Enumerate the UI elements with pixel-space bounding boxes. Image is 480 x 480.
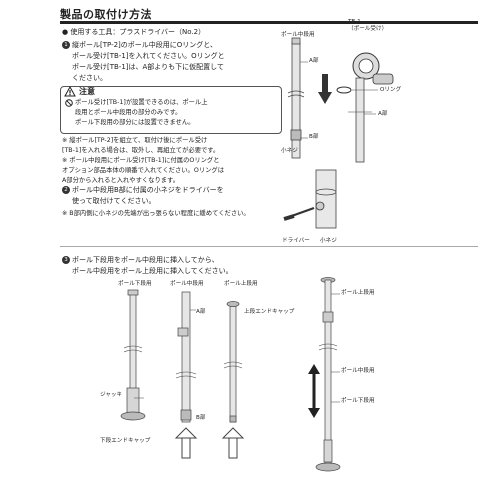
fig3-a-part-label: A部	[196, 309, 206, 315]
fig3-pole-mid-label: ポール中段用	[170, 281, 204, 287]
step1-line: ポール受け[TB-1]を入れてください。Oリングと	[72, 52, 225, 60]
note-line: A部分から入れると入れやすくなります。	[62, 177, 180, 184]
notice-text: ポール受け[TB-1]が設置できるのは、ポール上 段用とポール中段用の部分のみで…	[75, 98, 280, 128]
notice-line: ポール受け[TB-1]が設置できるのは、ポール上	[75, 99, 208, 106]
tools-line: ● 使用する工具：プラスドライバー（No.2）	[62, 28, 206, 36]
fig3-b-part-label: B部	[196, 415, 206, 421]
step2-note: ※ B部内側に小ネジの先端が出っ張らない程度に緩めてください。	[62, 210, 250, 217]
fig1-a-part2-label: A部	[378, 111, 388, 117]
note-line: オプション部品本体の順番で入れてください。Oリングは	[62, 167, 225, 174]
fig3-lower-cap-label: 下段エンドキャップ	[100, 438, 151, 444]
note-line: ※ ポール中段用にポール受け[TB-1]に付属のOリングと	[62, 157, 220, 164]
fig1-pole-mid-label: ポール中段用	[281, 32, 315, 38]
notice-box	[60, 86, 282, 134]
fig4-pole-mid-label: ポール中段用	[341, 368, 375, 374]
title-underline	[60, 21, 478, 24]
step1-number: 1	[62, 41, 70, 49]
note-line: [TB-1]を入れる場合は、取外し、再組立てが必要です。	[62, 147, 220, 154]
notice-line: 段用とポール中段用の部分のみです。	[75, 109, 182, 116]
step2-line: ポール中段用B部に付属の小ネジをドライバーを	[72, 186, 224, 194]
fig2-screw-label: 小ネジ	[320, 238, 337, 244]
fig4-pole-up-label: ポール上段用	[341, 290, 375, 296]
step3-number: 3	[62, 256, 70, 264]
step1-line: ください。	[72, 74, 107, 82]
figure-three-poles	[120, 289, 245, 459]
notes-block: ※ 縦ポール[TP-2]を組立て、取付け後にポール受け [TB-1]を入れる場合…	[62, 136, 277, 186]
fig1-tb1-label: TB-1	[348, 19, 361, 25]
step1-line: ポール受け[TB-1]は、A部よりも下に仮配置して	[72, 63, 224, 71]
fig1-b-part-label: B部	[309, 134, 319, 140]
step2-line: 使って取付けてください。	[72, 197, 156, 205]
fig4-pole-low-label: ポール下段用	[341, 398, 375, 404]
notice-line: ポール下段用の部分には設置できません。	[75, 119, 195, 126]
section-separator	[60, 246, 478, 247]
warning-icon	[64, 86, 76, 97]
fig1-tb1-sub-label: （ポール受け）	[348, 26, 388, 32]
note-line: ※ 縦ポール[TP-2]を組立て、取付け後にポール受け	[62, 137, 208, 144]
step2-number: 2	[62, 186, 70, 194]
step3-line: ポール下段用をポール中段用に挿入してから、	[72, 256, 219, 264]
fig3-upper-cap-label: 上段エンドキャップ	[244, 309, 295, 315]
fig1-o-ring-label: Oリング	[380, 87, 402, 93]
figure-screw-driver	[283, 169, 337, 229]
prohibited-icon	[65, 99, 73, 107]
step3-line: ポール中段用をポール上段用に挿入してください。	[72, 267, 233, 275]
fig1-screw-label: 小ネジ	[281, 148, 298, 154]
step1-line: 縦ポール[TP-2]のポール中段用にOリングと、	[72, 41, 218, 49]
fig2-driver-label: ドライバー	[282, 238, 310, 244]
fig3-pole-low-label: ポール下段用	[118, 281, 152, 287]
section-title: 製品の取付け方法	[60, 8, 152, 21]
fig3-pole-up-label: ポール上段用	[224, 281, 258, 287]
notice-heading: 注意	[79, 87, 95, 96]
figure-tb1-assembly	[287, 37, 394, 163]
figure-assembled-pole	[308, 277, 341, 472]
fig1-a-part-label: A部	[309, 58, 319, 64]
fig3-jack-label: ジャッキ	[100, 392, 123, 398]
